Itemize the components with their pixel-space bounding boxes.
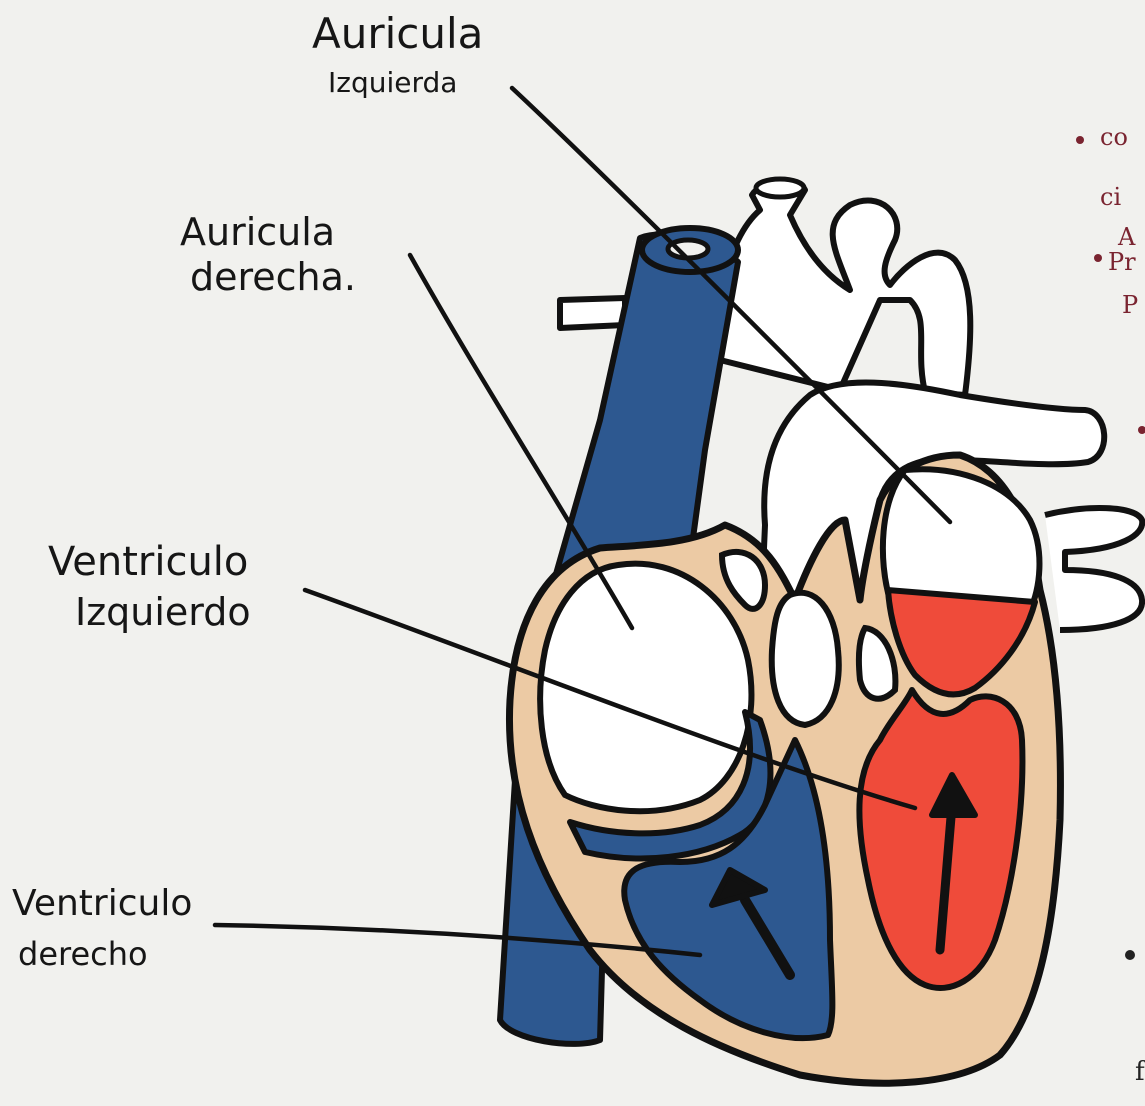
- septum-window-middle: [772, 593, 839, 725]
- note-bottom: f: [1135, 1057, 1145, 1087]
- note-bullet-3: [1138, 426, 1145, 434]
- label-auricula-izquierda-line1: Auricula: [312, 9, 483, 58]
- note1-line2: ci: [1100, 183, 1121, 211]
- label-ventriculo-derecho-line2: derecho: [18, 935, 148, 973]
- label-auricula-izquierda-line2: Izquierda: [328, 66, 457, 99]
- note-bullet-1: [1076, 136, 1084, 144]
- label-ventriculo-izquierdo-line2: Izquierdo: [75, 590, 251, 634]
- note-bullet-4: [1125, 950, 1135, 960]
- label-ventriculo-derecho-line1: Ventriculo: [12, 883, 192, 924]
- aorta-opening: [756, 179, 804, 197]
- pulmonary-veins-right: [1045, 508, 1142, 630]
- aorta-arch: [718, 182, 971, 395]
- note1-line1: co: [1100, 123, 1128, 151]
- note1-line3: A: [1117, 223, 1136, 251]
- label-auricula-derecha-line2: derecha.: [190, 255, 356, 299]
- label-ventriculo-izquierdo-line1: Ventriculo: [48, 539, 248, 585]
- pulmonary-vein-left-stub: [560, 298, 625, 328]
- note2-line2: P: [1122, 291, 1138, 319]
- note-bullet-2: [1094, 254, 1102, 262]
- note2-line1: Pr: [1108, 248, 1136, 276]
- labels: Auricula Izquierda Auricula derecha. Ven…: [12, 9, 483, 973]
- label-auricula-derecha-line1: Auricula: [180, 210, 335, 254]
